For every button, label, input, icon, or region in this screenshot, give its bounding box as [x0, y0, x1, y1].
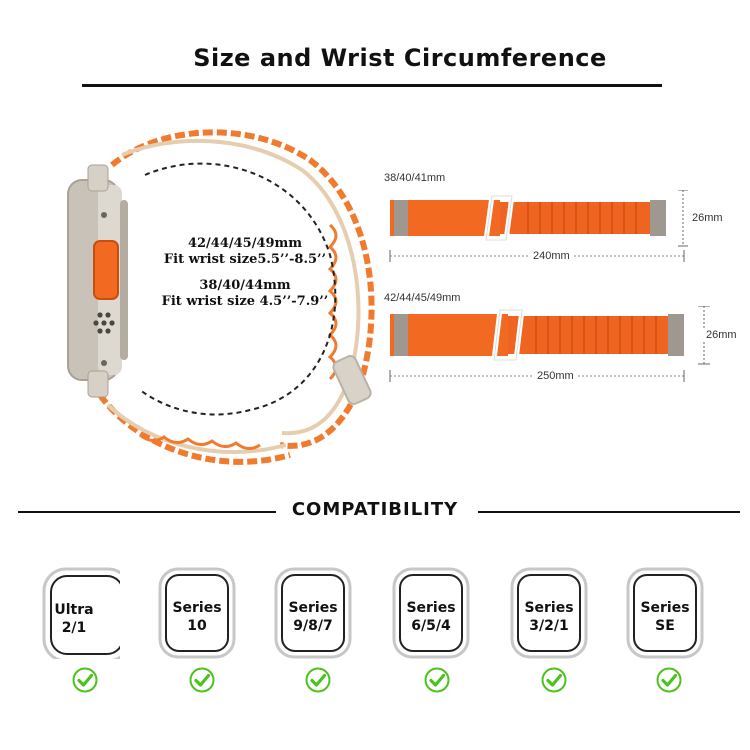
watch-icon	[158, 567, 236, 659]
check-icon	[424, 667, 450, 693]
band-1-icon	[389, 190, 688, 262]
watch-line2: 2/1	[61, 620, 87, 636]
compat-rule-right	[478, 511, 740, 513]
watch-line2: 9/8/7	[293, 618, 333, 634]
watch-line1: Series	[524, 600, 574, 616]
small-size-label: 38/40/44mm	[199, 278, 291, 293]
band-2-icon	[389, 306, 710, 382]
watch-icon	[392, 567, 470, 659]
band-2-width: 26mm	[703, 329, 740, 341]
large-fit-label: Fit wrist size5.5’’-8.5’’	[163, 252, 327, 267]
check-icon	[305, 667, 331, 693]
band-2-model: 42/44/45/49mm	[384, 292, 461, 304]
watch-line1: Series	[406, 600, 456, 616]
check-icon	[656, 667, 682, 693]
band-1-model: 38/40/41mm	[384, 172, 446, 184]
check-icon	[72, 667, 98, 693]
large-size-label: 42/44/45/49mm	[187, 236, 303, 251]
watch-card-series-654: Series 6/5/4	[392, 567, 470, 659]
check-icon	[189, 667, 215, 693]
watch-line2: SE	[655, 618, 675, 634]
band-2-length: 250mm	[534, 370, 577, 382]
watch-card-series-10: Series 10	[158, 567, 236, 659]
band-1-width: 26mm	[689, 212, 726, 224]
watch-line1: Series	[640, 600, 690, 616]
watch-card-ultra: Ultra 2/1	[42, 567, 120, 659]
small-fit-label: Fit wrist size 4.5’’-7.9’’	[161, 294, 329, 309]
band-1-length: 240mm	[530, 250, 573, 262]
watch-card-series-321: Series 3/2/1	[510, 567, 588, 659]
watch-card-series-se: Series SE	[626, 567, 704, 659]
watch-line1: Ultra	[54, 602, 94, 618]
watch-band-illustration	[67, 129, 375, 465]
watch-icon	[626, 567, 704, 659]
compat-rule-left	[18, 511, 276, 513]
watch-icon	[274, 567, 352, 659]
check-icon	[541, 667, 567, 693]
watch-line1: Series	[288, 600, 338, 616]
watch-card-series-987: Series 9/8/7	[274, 567, 352, 659]
watch-line2: 6/5/4	[411, 618, 451, 634]
watch-line2: 3/2/1	[529, 618, 569, 634]
watch-icon	[510, 567, 588, 659]
page-title: Size and Wrist Circumference	[193, 44, 607, 72]
watch-icon	[42, 567, 120, 659]
watch-line1: Series	[172, 600, 222, 616]
watch-line2: 10	[187, 618, 207, 634]
title-underline	[82, 84, 662, 87]
compatibility-title: COMPATIBILITY	[291, 499, 459, 520]
